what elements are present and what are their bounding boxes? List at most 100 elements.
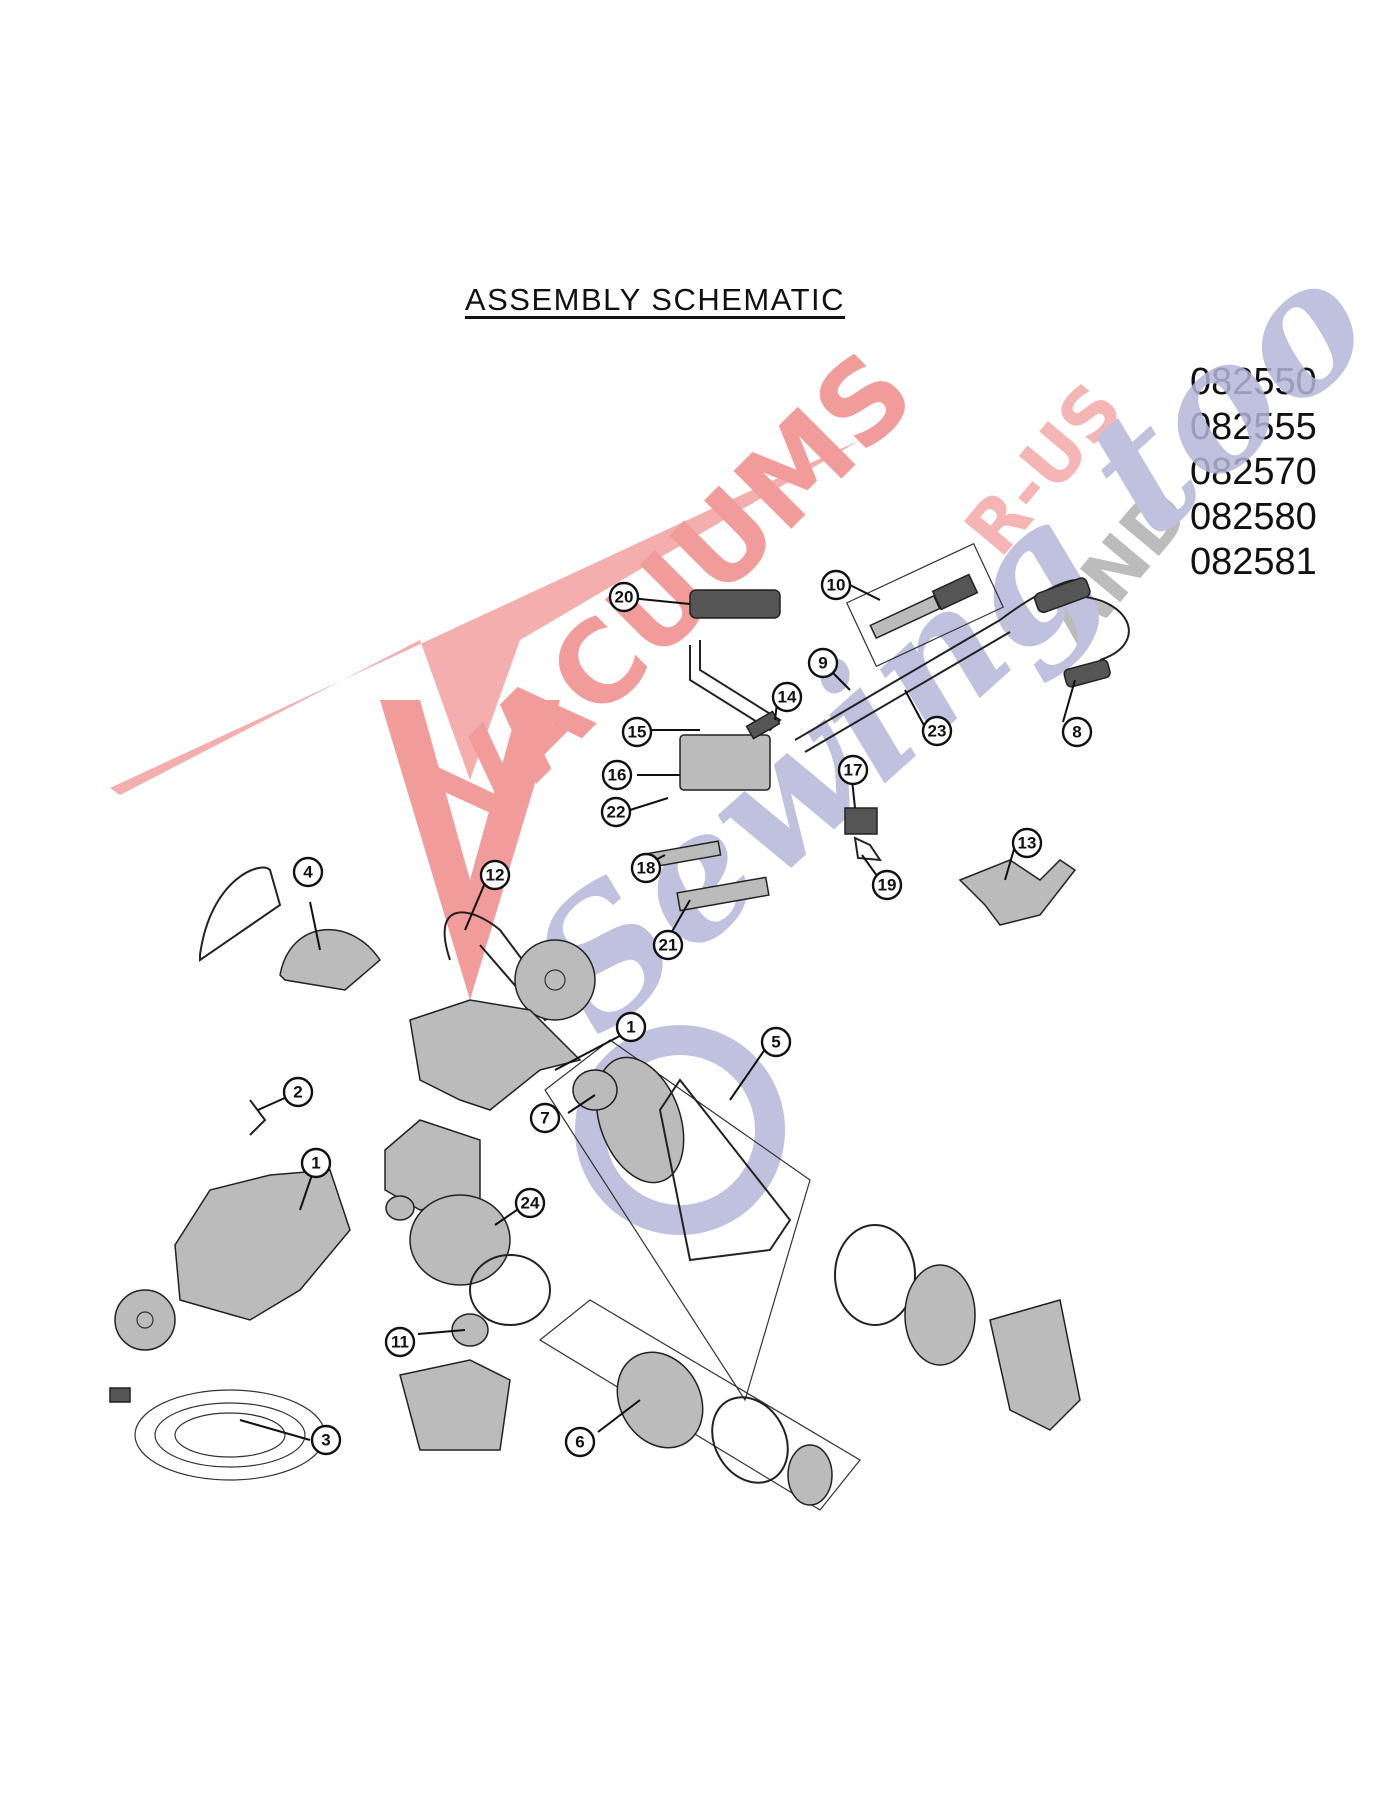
model-number-list: 082550 082555 082570 082580 082581 — [1190, 360, 1317, 585]
callout-6: 6 — [564, 1426, 596, 1458]
hose-end — [1063, 659, 1111, 688]
front-wheel-hub — [136, 1311, 154, 1329]
exhaust-filter — [279, 928, 381, 991]
callout-20: 20 — [608, 581, 640, 613]
base-and-filter-cage — [399, 1299, 861, 1511]
callout-12: 12 — [479, 859, 511, 891]
callout-label: 4 — [303, 863, 313, 882]
cord-clip — [853, 836, 882, 862]
callout-21: 21 — [652, 929, 684, 961]
callout-7: 7 — [529, 1102, 561, 1134]
callout-5: 5 — [760, 1026, 792, 1058]
bottom-plate — [676, 876, 770, 912]
callout-11: 11 — [384, 1326, 416, 1358]
front-wheel — [114, 1289, 176, 1351]
callout-label: 20 — [615, 588, 634, 607]
filter-end-cap — [787, 1444, 833, 1506]
attachment-tools-box — [845, 542, 1005, 668]
model-number: 082580 — [1190, 496, 1317, 538]
filter-cage-box — [538, 1299, 861, 1511]
callout-label: 2 — [293, 1083, 302, 1102]
callout-label: 17 — [844, 761, 863, 780]
dirt-cup-box — [544, 1039, 811, 1402]
gasket-ring — [572, 1069, 618, 1111]
callout-label: 1 — [311, 1154, 320, 1173]
callout-label: 9 — [818, 654, 827, 673]
callout-label: 8 — [1072, 723, 1081, 742]
callout-label: 21 — [659, 936, 678, 955]
watermark-swirl — [575, 1025, 785, 1235]
floor-tool-body — [958, 859, 1077, 926]
page-title: ASSEMBLY SCHEMATIC — [464, 282, 846, 317]
motor-group — [384, 1119, 551, 1326]
callout-label: 23 — [928, 722, 947, 741]
callout-8: 8 — [1061, 716, 1093, 748]
handle-grip — [689, 589, 781, 619]
filter-cap — [451, 1313, 489, 1347]
callout-label: 16 — [608, 766, 627, 785]
callout-label: 10 — [827, 576, 846, 595]
power-cord — [109, 1387, 326, 1481]
floor-tool — [958, 859, 1077, 926]
crevice-tool — [869, 594, 941, 640]
callout-10: 10 — [820, 569, 852, 601]
callout-13: 13 — [1011, 827, 1043, 859]
callout-17: 17 — [837, 754, 869, 786]
callout-label: 5 — [771, 1033, 780, 1052]
model-number: 082581 — [1190, 541, 1317, 583]
callout-label: 13 — [1018, 834, 1037, 853]
motor-mount — [385, 1195, 415, 1221]
callout-label: 3 — [321, 1431, 330, 1450]
exhaust-filter-group — [199, 866, 381, 991]
callout-22: 22 — [600, 796, 632, 828]
rear-wheel — [514, 939, 596, 1021]
callout-label: 24 — [521, 1194, 540, 1213]
rear-gasket — [834, 1224, 916, 1326]
callout-label: 22 — [607, 803, 626, 822]
filter-screen — [711, 1396, 789, 1484]
callout-23: 23 — [921, 715, 953, 747]
main-body-shell — [174, 1169, 351, 1321]
callout-label: 6 — [575, 1433, 584, 1452]
callout-14: 14 — [771, 681, 803, 713]
cord-plug — [109, 1387, 131, 1403]
base-housing — [399, 1359, 511, 1451]
cord-coil-inner — [154, 1402, 306, 1468]
callout-19: 19 — [871, 869, 903, 901]
hose-and-wand-assembly — [689, 542, 1130, 753]
callout-label: 19 — [878, 876, 897, 895]
dusting-brush — [931, 573, 979, 611]
cord-coil-inner2 — [174, 1412, 286, 1458]
rear-plate — [904, 1264, 976, 1366]
motor — [409, 1194, 511, 1286]
model-number: 082570 — [1190, 451, 1317, 493]
callout-label: 1 — [626, 1018, 635, 1037]
pleated-filter — [616, 1351, 704, 1449]
callout-label: 15 — [628, 723, 647, 742]
callout-label: 14 — [778, 688, 797, 707]
callout-label: 7 — [540, 1109, 549, 1128]
callout-1-lower: 1 — [300, 1147, 332, 1179]
rear-covers — [834, 1224, 1081, 1431]
callout-9: 9 — [807, 647, 839, 679]
callout-3: 3 — [310, 1424, 342, 1456]
callout-18: 18 — [630, 852, 662, 884]
wand-tube — [794, 619, 1011, 753]
main-body — [114, 1099, 351, 1351]
cyclone-lid — [595, 1056, 685, 1184]
callout-24: 24 — [514, 1187, 546, 1219]
strap-wheel-group — [443, 911, 596, 1022]
callout-label: 18 — [637, 859, 656, 878]
cord-hook — [249, 1099, 267, 1136]
callout-1-upper: 1 — [615, 1011, 647, 1043]
callout-15: 15 — [621, 716, 653, 748]
rear-wheel-hub — [544, 969, 566, 991]
model-number: 082550 — [1190, 361, 1317, 403]
dirt-cup-group — [544, 1039, 811, 1402]
model-number: 082555 — [1190, 406, 1317, 448]
upper-housing-body — [409, 999, 582, 1111]
dirt-cup — [658, 1078, 792, 1262]
leader-lines — [239, 584, 1076, 1441]
motor-gasket — [469, 1254, 551, 1326]
